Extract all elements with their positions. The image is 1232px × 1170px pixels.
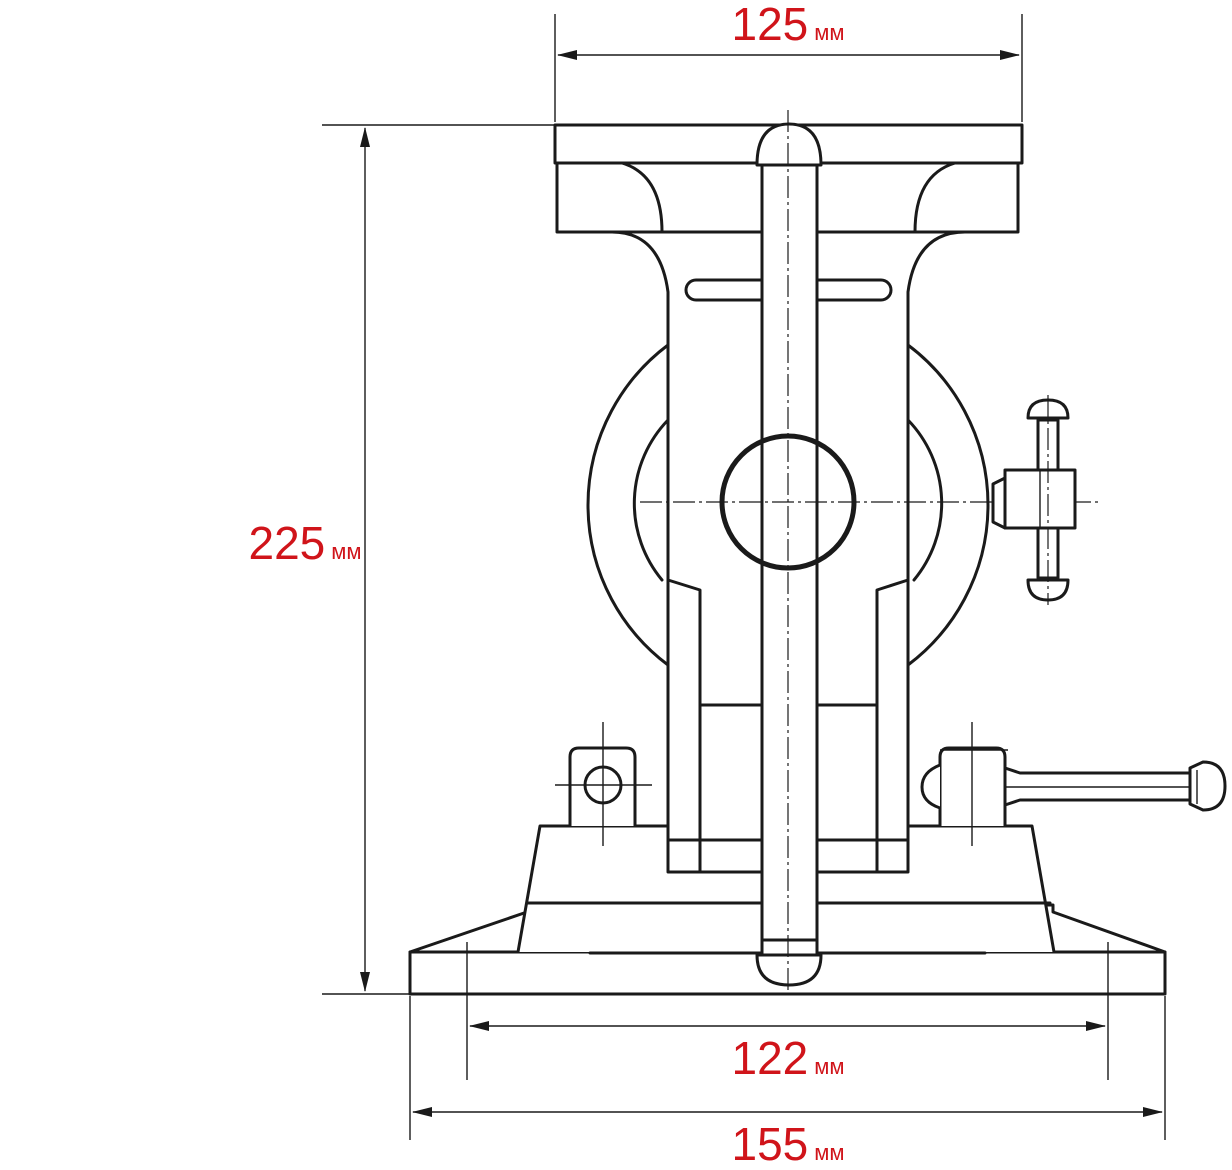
left-bolt-lug [555,722,652,846]
right-lock-lug [920,722,1227,846]
swivel-disc [586,343,990,667]
t-handle-clamp [991,395,1077,605]
handle-bar [755,122,823,987]
